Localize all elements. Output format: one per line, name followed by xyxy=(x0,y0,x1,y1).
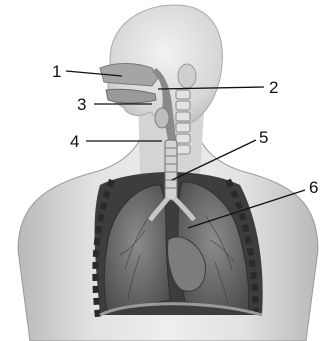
callout-2: 2 xyxy=(269,78,278,97)
callout-6: 6 xyxy=(309,178,318,197)
callout-5: 5 xyxy=(259,128,268,147)
trachea xyxy=(165,140,177,200)
callout-3: 3 xyxy=(77,95,86,114)
callout-4: 4 xyxy=(70,132,79,151)
callout-1: 1 xyxy=(52,62,61,81)
larynx xyxy=(155,108,169,128)
ear xyxy=(178,64,196,88)
